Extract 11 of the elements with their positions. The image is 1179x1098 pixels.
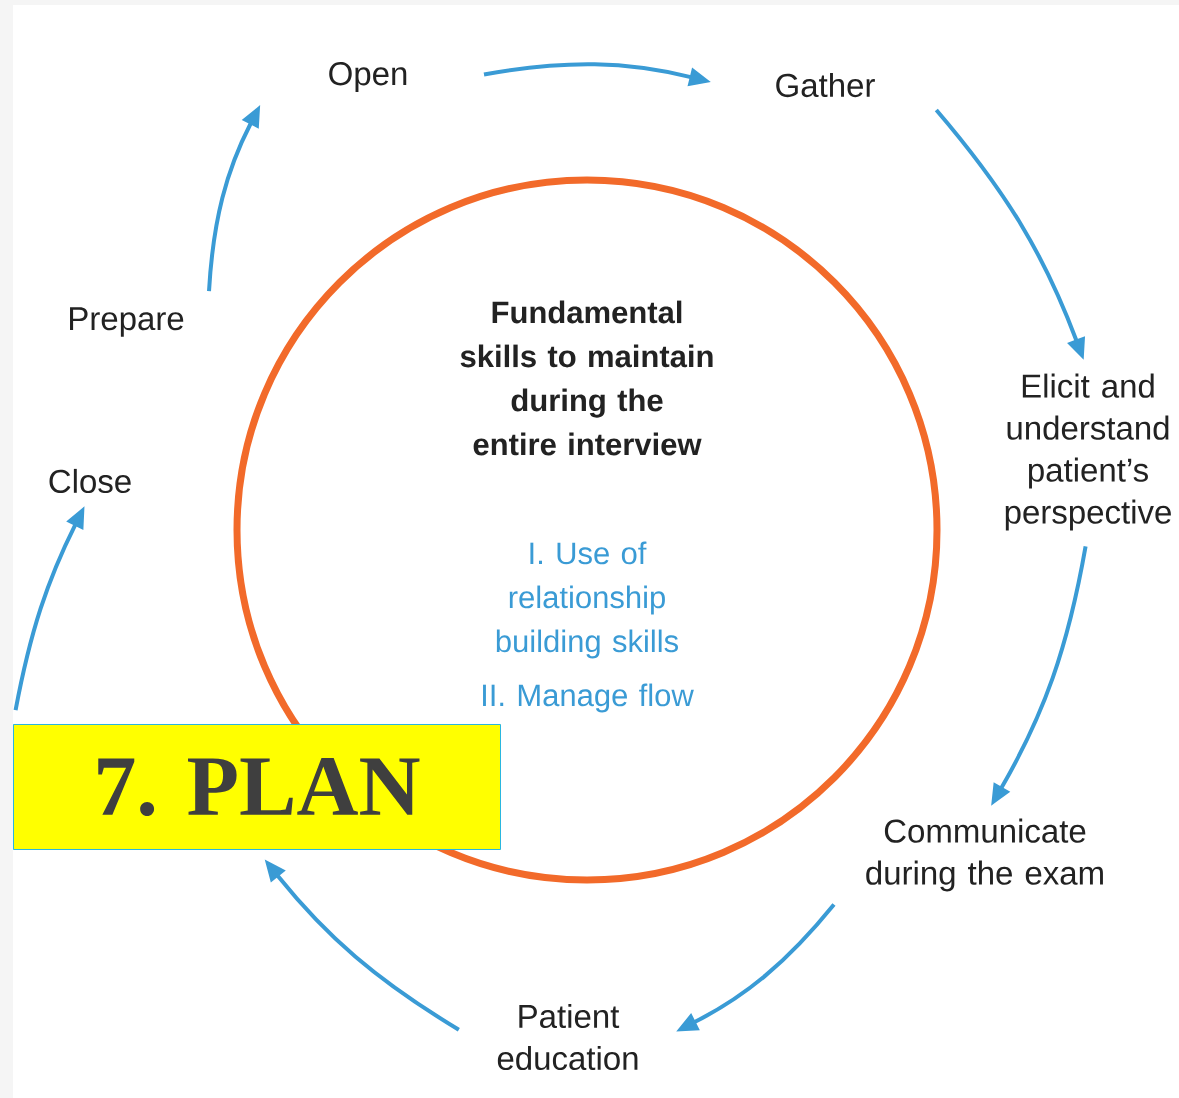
- stage-label: Close: [49, 468, 131, 494]
- stage-label: Gather: [776, 72, 875, 98]
- stage-label: Open: [329, 62, 407, 92]
- skill-text: I. Use of relationship building skills: [496, 541, 678, 659]
- skill-text: II. Manage flow: [483, 683, 694, 713]
- stage-label: Communicate during the exam: [866, 818, 1103, 892]
- stage-label: Patient education: [497, 1003, 638, 1071]
- heading: Fundamental skills to maintain during the entire interview: [460, 300, 713, 456]
- stage-label: Elicit and understand patient’s perspective: [1005, 373, 1171, 531]
- stage-label: Prepare: [70, 307, 184, 337]
- plan-banner: 7. PLAN: [13, 724, 501, 850]
